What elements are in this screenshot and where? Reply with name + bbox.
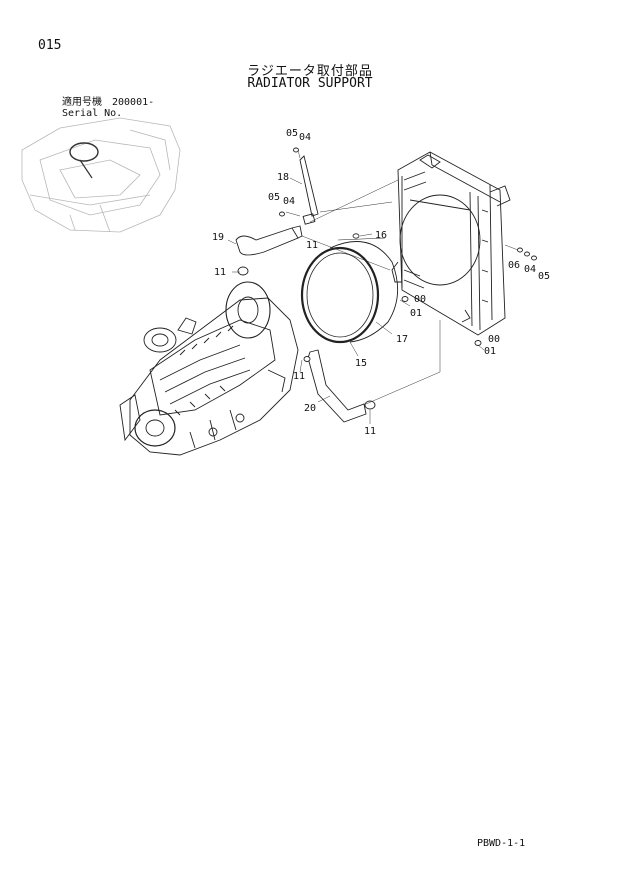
callout-05: 05 xyxy=(268,192,280,203)
serial-value: 200001- xyxy=(112,97,155,108)
callout-labels: 05 04 18 05 04 19 11 11 16 06 04 05 00 0… xyxy=(212,128,550,437)
serial-label-en: Serial No. xyxy=(62,108,123,119)
callout-16: 16 xyxy=(375,230,387,241)
title-japanese: ラジエータ取付部品 xyxy=(247,64,373,79)
callout-11: 11 xyxy=(306,240,318,251)
callout-19: 19 xyxy=(212,232,224,243)
radiator-assembly xyxy=(391,151,511,336)
title-english: RADIATOR SUPPORT xyxy=(247,76,373,91)
machine-thumbnail xyxy=(21,117,181,233)
callout-01: 01 xyxy=(410,308,422,319)
fan-shroud-ring xyxy=(300,233,399,344)
callout-11: 11 xyxy=(293,371,305,382)
page-number: 015 xyxy=(38,38,62,53)
callout-00: 00 xyxy=(414,294,426,305)
callout-11: 11 xyxy=(214,267,226,278)
callout-00: 00 xyxy=(488,334,500,345)
callout-15: 15 xyxy=(355,358,367,369)
leader-lines xyxy=(227,149,519,424)
callout-05: 05 xyxy=(538,271,550,282)
stay-rod-18 xyxy=(299,155,319,225)
callout-05: 05 xyxy=(286,128,298,139)
callout-01: 01 xyxy=(484,346,496,357)
serial-label-jp: 適用号機 xyxy=(62,97,102,108)
callout-17: 17 xyxy=(396,334,408,345)
callout-04: 04 xyxy=(524,264,536,275)
clamps-and-bolts xyxy=(237,147,537,410)
engine-assembly xyxy=(119,281,299,456)
serial-block: 適用号機 200001- Serial No. xyxy=(62,97,154,119)
callout-20: 20 xyxy=(304,403,316,414)
callout-11: 11 xyxy=(364,426,376,437)
footer-code: PBWD-1-1 xyxy=(477,838,526,849)
callout-06: 06 xyxy=(508,260,520,271)
lower-hose-20 xyxy=(307,349,367,423)
callout-18: 18 xyxy=(277,172,289,183)
callout-04: 04 xyxy=(283,196,295,207)
callout-04: 04 xyxy=(299,132,311,143)
upper-hose-19 xyxy=(235,225,303,256)
